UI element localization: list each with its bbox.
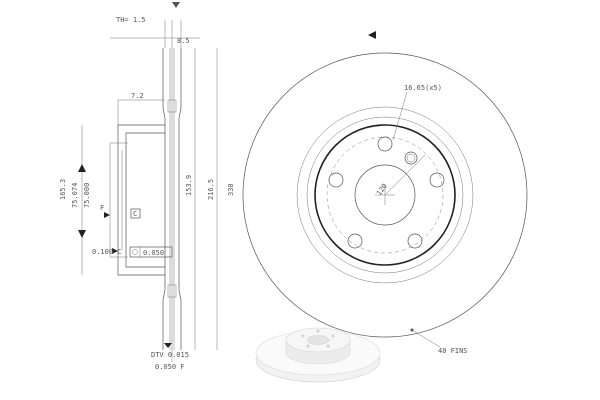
fins-label: 40 FINS (438, 347, 468, 355)
bolt-hole-upper-right (429, 172, 445, 188)
side-section-view: TH= 1.5 8.5 7.2 165.3 75.074 75.000 153.… (59, 2, 235, 371)
dia-165-3: 165.3 (59, 179, 67, 200)
dia-75-000: 75.000 (83, 183, 91, 208)
disc-hat-section (117, 124, 165, 276)
runout-prefix: 0.100 C (92, 248, 122, 256)
dia-153-9: 153.9 (185, 175, 193, 196)
flatness-label: 0.050 F (155, 363, 185, 371)
dia-216-5: 216.5 (207, 179, 215, 200)
rotation-arrow-icon (368, 31, 376, 39)
offset-dimension: 7.2 (131, 92, 144, 100)
datum-c-box (130, 208, 141, 219)
disc-outer-circle (242, 52, 528, 338)
datum-f-label: F (100, 204, 104, 212)
datum-c-label: C (133, 210, 137, 218)
front-view: 120 16.65(x5) 40 FINS (242, 31, 528, 355)
bolt-hole-lower-left (347, 233, 363, 249)
disc-outer-face (162, 48, 166, 350)
bolt-hole-top (377, 136, 393, 152)
disc-inner-face (178, 48, 182, 350)
disc-3d-render (255, 327, 381, 383)
runout-value: 0.050 (143, 249, 164, 257)
bolt-hole-lower-right (407, 233, 423, 249)
dtv-label: DTV 0.015 (151, 351, 189, 359)
bolt-holes-label: 16.65(x5) (404, 84, 442, 92)
dia-330: 330 (227, 183, 235, 196)
braking-surface-inner-circle (296, 106, 474, 284)
thickness-dimension: 8.5 (177, 37, 190, 45)
center-bore (354, 164, 416, 226)
pcd-circle (326, 136, 444, 254)
locating-hole (404, 151, 418, 165)
dia-75-074: 75.074 (71, 183, 79, 208)
bolt-hole-upper-left (328, 172, 344, 188)
runout-tolerance-frame (129, 246, 173, 258)
th-label: TH= 1.5 (116, 16, 146, 24)
hat-outer-circle (314, 124, 456, 266)
